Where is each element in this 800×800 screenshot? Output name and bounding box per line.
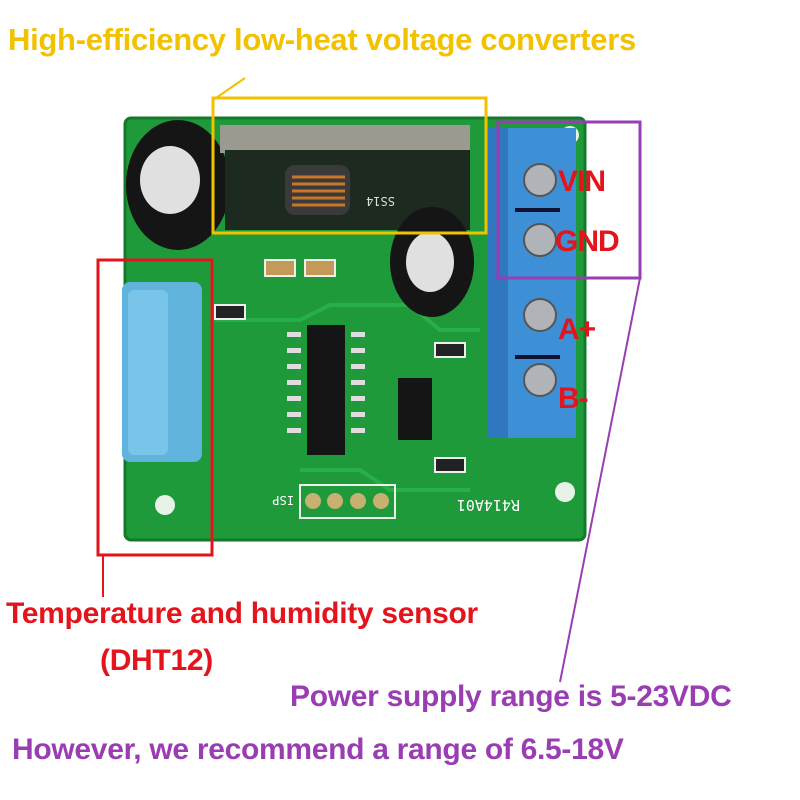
- ic-chip: [307, 325, 345, 455]
- power-recommendation-label: However, we recommend a range of 6.5-18V: [12, 733, 624, 766]
- sensor-label: Temperature and humidity sensor: [6, 597, 478, 630]
- power-highlight-box: [496, 120, 642, 280]
- mount-hole: [555, 482, 575, 502]
- power-leader-line: [559, 277, 641, 683]
- power-range-label: Power supply range is 5-23VDC: [290, 680, 732, 713]
- ic-chip: [398, 378, 432, 440]
- inductor-coil: [292, 175, 345, 207]
- converter-heatsink: [220, 125, 470, 153]
- converter-leader-line: [212, 77, 246, 101]
- terminal-label-a-plus: A+: [558, 313, 596, 346]
- terminal-label-b-minus: B-: [558, 382, 589, 415]
- converter-highlight-box: [211, 96, 488, 235]
- converter-label: High-efficiency low-heat voltage convert…: [8, 22, 636, 57]
- sensor-model-label: (DHT12): [100, 644, 213, 677]
- mount-hole: [155, 495, 175, 515]
- isp-header-silkscreen: ISP: [272, 493, 294, 507]
- terminal-label-vin: VIN: [558, 165, 606, 198]
- terminal-label-gnd: GND: [555, 225, 620, 258]
- sensor-highlight-box: [96, 258, 214, 557]
- board-id-silkscreen: R414A01: [457, 496, 520, 514]
- diode-silkscreen: SS14: [366, 194, 395, 208]
- isp-header: [299, 484, 396, 519]
